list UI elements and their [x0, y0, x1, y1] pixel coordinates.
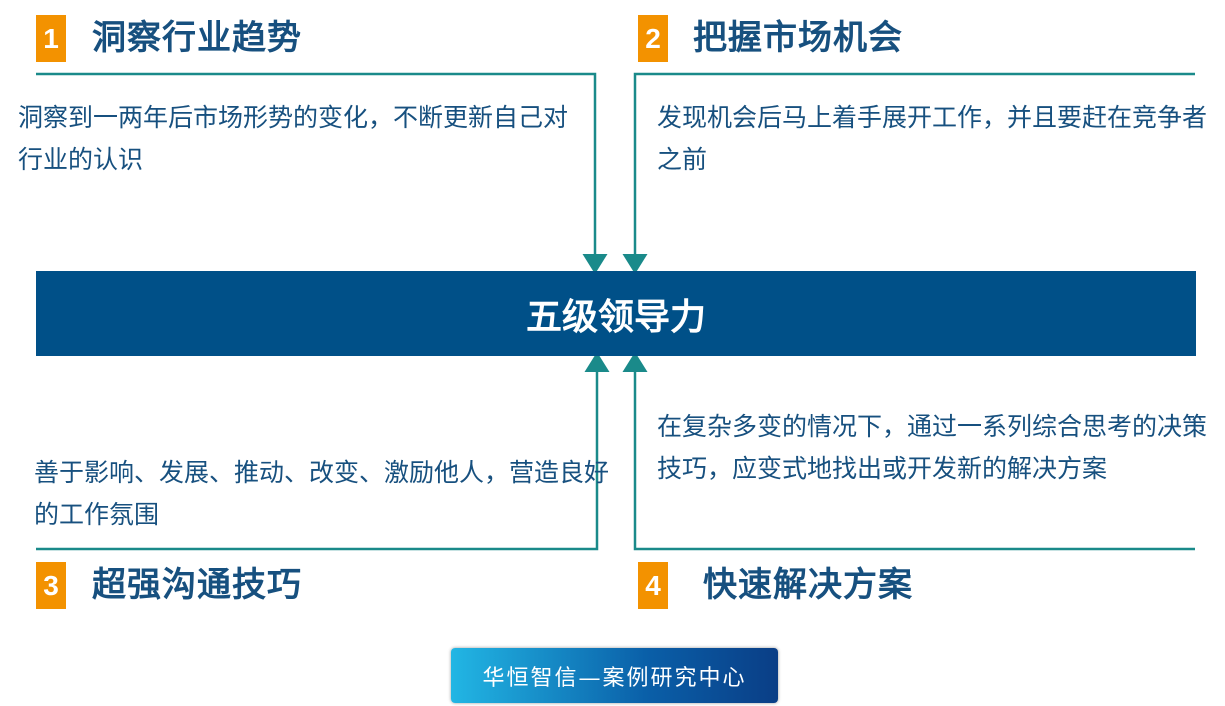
connector-1 — [36, 72, 608, 274]
quadrant-text-4: 在复杂多变的情况下，通过一系列综合思考的决策技巧，应变式地找出或开发新的解决方案 — [657, 412, 1208, 483]
quadrant-title-3: 超强沟通技巧 — [92, 565, 302, 605]
number-badge-1: 1 — [36, 15, 66, 62]
quadrant-title-2: 把握市场机会 — [693, 18, 903, 58]
quadrant-title-4: 快速解决方案 — [703, 565, 913, 605]
number-badge-4: 4 — [638, 562, 668, 609]
number-badge-2: 2 — [638, 15, 668, 62]
quadrant-title-1: 洞察行业趋势 — [92, 18, 302, 58]
quadrant-text-3: 善于影响、发展、推动、改变、激励他人，营造良好的工作氛围 — [34, 458, 610, 529]
connector-4 — [622, 352, 1195, 551]
footer-logo-badge: 华恒智信—案例研究中心 — [451, 648, 778, 703]
connector-3 — [36, 352, 610, 551]
quadrant-text-1: 洞察到一两年后市场形势的变化，不断更新自己对行业的认识 — [18, 103, 569, 174]
quadrant-text-2: 发现机会后马上着手展开工作，并且要赶在竞争者之前 — [657, 103, 1208, 174]
center-banner: 五级领导力 — [36, 271, 1196, 356]
connector-2 — [622, 72, 1195, 274]
number-badge-3: 3 — [36, 562, 66, 609]
